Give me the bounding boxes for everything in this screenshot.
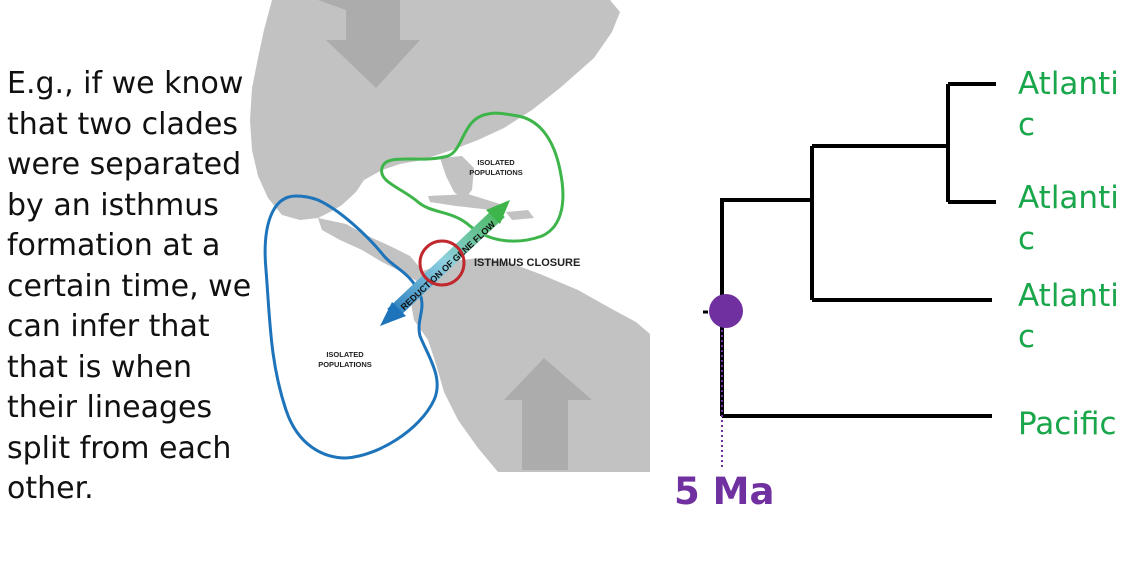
body-text: E.g., if we know that two clades were se… (7, 66, 252, 506)
isolated-label-bottom-1: ISOLATED (326, 350, 364, 359)
cuba-landmass (428, 194, 500, 210)
arrowhead-blue (380, 302, 406, 326)
plate-arrow-north (318, 0, 420, 88)
arrowhead-green (486, 200, 510, 224)
central-america-landmass (318, 218, 422, 282)
tip-label-atlantic-2: Atlantic (1018, 180, 1119, 257)
tip-label-atlantic-1: Atlantic (1018, 66, 1119, 143)
hispaniola-landmass (506, 210, 534, 220)
isthmus-label: ISTHMUS CLOSURE (474, 257, 580, 269)
isthmus-circle (418, 239, 466, 287)
age-label: 5 Ma (674, 470, 775, 513)
caribbean-population-outline (380, 111, 565, 243)
pacific-population-outline (263, 194, 439, 460)
isolated-label-bottom-2: POPULATIONS (318, 360, 372, 369)
isolated-label-top-2: POPULATIONS (469, 168, 523, 177)
north-america-landmass (250, 0, 620, 220)
florida-landmass (440, 156, 474, 200)
isolated-label-top-1: ISOLATED (477, 158, 515, 167)
tip-label-atlantic-3: Atlantic (1018, 278, 1119, 355)
phylogenetic-tree (720, 82, 996, 418)
plate-arrow-south (504, 358, 592, 470)
south-america-landmass (410, 258, 650, 472)
tip-label-pacific: Pacific (1018, 406, 1117, 442)
divergence-node-marker (709, 294, 743, 328)
